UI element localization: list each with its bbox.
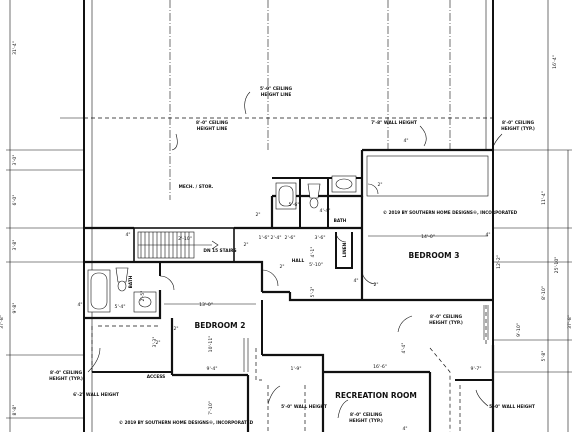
dim-right-top: 16'-4" xyxy=(552,55,558,69)
dim-9-4: 9'-4" xyxy=(207,366,218,372)
ceiling5-note-line1: 5'-0" CEILING xyxy=(260,86,292,92)
dim-right-d: 8'-10" xyxy=(541,286,547,300)
dim-2-e: 2" xyxy=(173,326,178,332)
reference-lines xyxy=(169,0,451,200)
fixtures xyxy=(87,175,489,372)
bedroom-3-label: BEDROOM 3 xyxy=(409,251,460,260)
dim-right-b: 11'-4" xyxy=(541,191,547,205)
dim-3-6: 3'-6" xyxy=(315,235,326,241)
dim-right-f: 37'-8" xyxy=(567,315,573,329)
wall62-note: 6'-2" WALL HEIGHT xyxy=(73,392,119,398)
dim-2-c: 2" xyxy=(243,242,248,248)
dim-right-e: 5'-8" xyxy=(541,351,547,362)
dim-2-5: 2'-5" xyxy=(140,291,146,302)
recreation-width: 16'-6" xyxy=(373,364,387,370)
ceiling5-note-line2: HEIGHT LINE xyxy=(261,92,292,98)
linen-label: LINEN xyxy=(342,242,348,257)
dim-2-6: 2'-6" xyxy=(285,235,296,241)
dim-4-b: 4" xyxy=(403,138,408,144)
mech-stor-label: MECH. / STOR. xyxy=(179,184,214,190)
dim-5-10: 5'-10" xyxy=(309,262,323,268)
dim-left-e: 9'-8" xyxy=(12,303,18,314)
bedroom-2-depth: 10'-11" xyxy=(208,336,214,353)
dim-left-top: 31'-4" xyxy=(12,41,18,55)
dim-1-6: 1'-6" xyxy=(259,235,270,241)
left-dimensions: 31'-4" 3'-0" 6'-0" 3'-8" 9'-8" 8'-8" 37'… xyxy=(0,0,84,432)
dim-9-7: 9'-7" xyxy=(471,366,482,372)
ceiling8-tr-note-line1: 8'-0" CEILING xyxy=(502,120,534,126)
ceiling8-left-note-line2: HEIGHT LINE xyxy=(197,126,228,132)
copyright-upper: © 2019 BY SOUTHERN HOME DESIGNS®, INCORP… xyxy=(383,210,518,215)
wall50-center-note: 5'-0" WALL HEIGHT xyxy=(281,404,327,410)
bedroom-3-depth: 12'-2" xyxy=(496,255,502,269)
room-labels: MECH. / STOR. BATH HALL LINEN BEDROOM 3 … xyxy=(128,184,459,400)
ceiling8-r-note-line1: 8'-0" CEILING xyxy=(430,314,462,320)
bedroom-2-width: 13'-0" xyxy=(199,302,213,308)
left-bath-label: BATH xyxy=(128,275,134,288)
bedroom-3-width: 14'-0" xyxy=(421,234,435,240)
leaders xyxy=(87,91,503,419)
dim-right-c: 25'-10" xyxy=(554,257,560,274)
ceiling8-bl-note-line2: HEIGHT (TYP.) xyxy=(49,376,83,382)
access-label: ACCESS xyxy=(147,374,166,380)
dim-2-d: 2" xyxy=(373,282,378,288)
right-dimensions: 16'-4" 11'-4" 25'-10" 8'-10" 5'-8" 37'-8… xyxy=(493,0,573,432)
dim-5-3: 5'-3" xyxy=(310,287,316,298)
dim-9-10: 9'-10" xyxy=(516,323,522,337)
dim-left-d: 3'-8" xyxy=(12,240,18,251)
ceiling8-left-note-line1: 8'-0" CEILING xyxy=(196,120,228,126)
upper-bath-label: BATH xyxy=(334,218,347,224)
dim-5-6: 5'-6" xyxy=(289,202,300,208)
dim-5-4: 5'-4" xyxy=(115,304,126,310)
ceiling8-bc-note-line2: HEIGHT (TYP.) xyxy=(349,418,383,424)
ceiling-lines xyxy=(91,305,487,432)
ceiling8-bl-note-line1: 8'-0" CEILING xyxy=(50,370,82,376)
recreation-depth: 7'-10" xyxy=(208,401,214,415)
dim-4-c: 4" xyxy=(77,302,82,308)
walls xyxy=(84,148,495,432)
dim-3-3: 3'-3" xyxy=(152,337,158,348)
dim-2-b: 2" xyxy=(377,182,382,188)
ceiling8-tr-note-line2: HEIGHT (TYP.) xyxy=(501,126,535,132)
hall-label: HALL xyxy=(292,258,305,264)
dim-4-4a: 4'-4" xyxy=(320,208,331,214)
dim-2-a: 2" xyxy=(255,212,260,218)
recreation-room-label: RECREATION ROOM xyxy=(335,391,417,400)
roof-lines xyxy=(60,0,494,432)
dim-2-f: 2" xyxy=(279,264,284,270)
ceiling8-r-note-line2: HEIGHT (TYP.) xyxy=(429,320,463,326)
wall78-note: 7'-8" WALL HEIGHT xyxy=(371,120,417,126)
dim-4-1: 4'-1" xyxy=(310,247,316,258)
dim-4-4b: 4'-4" xyxy=(401,343,407,354)
dim-2-10: 2'-10" xyxy=(178,236,192,242)
notes: 5'-0" CEILING HEIGHT LINE 8'-0" CEILING … xyxy=(49,86,535,424)
dn-stairs-label: DN 15 STAIRS xyxy=(203,248,236,254)
dim-4-d: 4" xyxy=(353,278,358,284)
stairs xyxy=(137,231,219,259)
dim-left-f: 8'-8" xyxy=(12,405,18,416)
dim-left-c: 6'-0" xyxy=(12,195,18,206)
doors xyxy=(159,183,379,291)
dim-2-4: 2'-4" xyxy=(271,235,282,241)
wall50-right-note: 5'-0" WALL HEIGHT xyxy=(489,404,535,410)
dim-1-9: 1'-9" xyxy=(291,366,302,372)
dim-4-a: 4" xyxy=(125,232,130,238)
dim-left-mid: 37'-8" xyxy=(0,315,5,329)
interior-dimensions: 14'-0" 12'-2" 13'-0" 10'-11" 16'-6" 7'-1… xyxy=(77,138,522,432)
bedroom-2-label: BEDROOM 2 xyxy=(195,321,246,330)
dim-4-f: 4" xyxy=(402,426,407,432)
dim-2-g: 2" xyxy=(155,340,160,346)
ceiling8-bc-note-line1: 8'-0" CEILING xyxy=(350,412,382,418)
copyright-lower: © 2019 BY SOUTHERN HOME DESIGNS®, INCORP… xyxy=(119,420,254,425)
dim-4-e: 4" xyxy=(485,232,490,238)
dim-left-b: 3'-0" xyxy=(12,155,18,166)
